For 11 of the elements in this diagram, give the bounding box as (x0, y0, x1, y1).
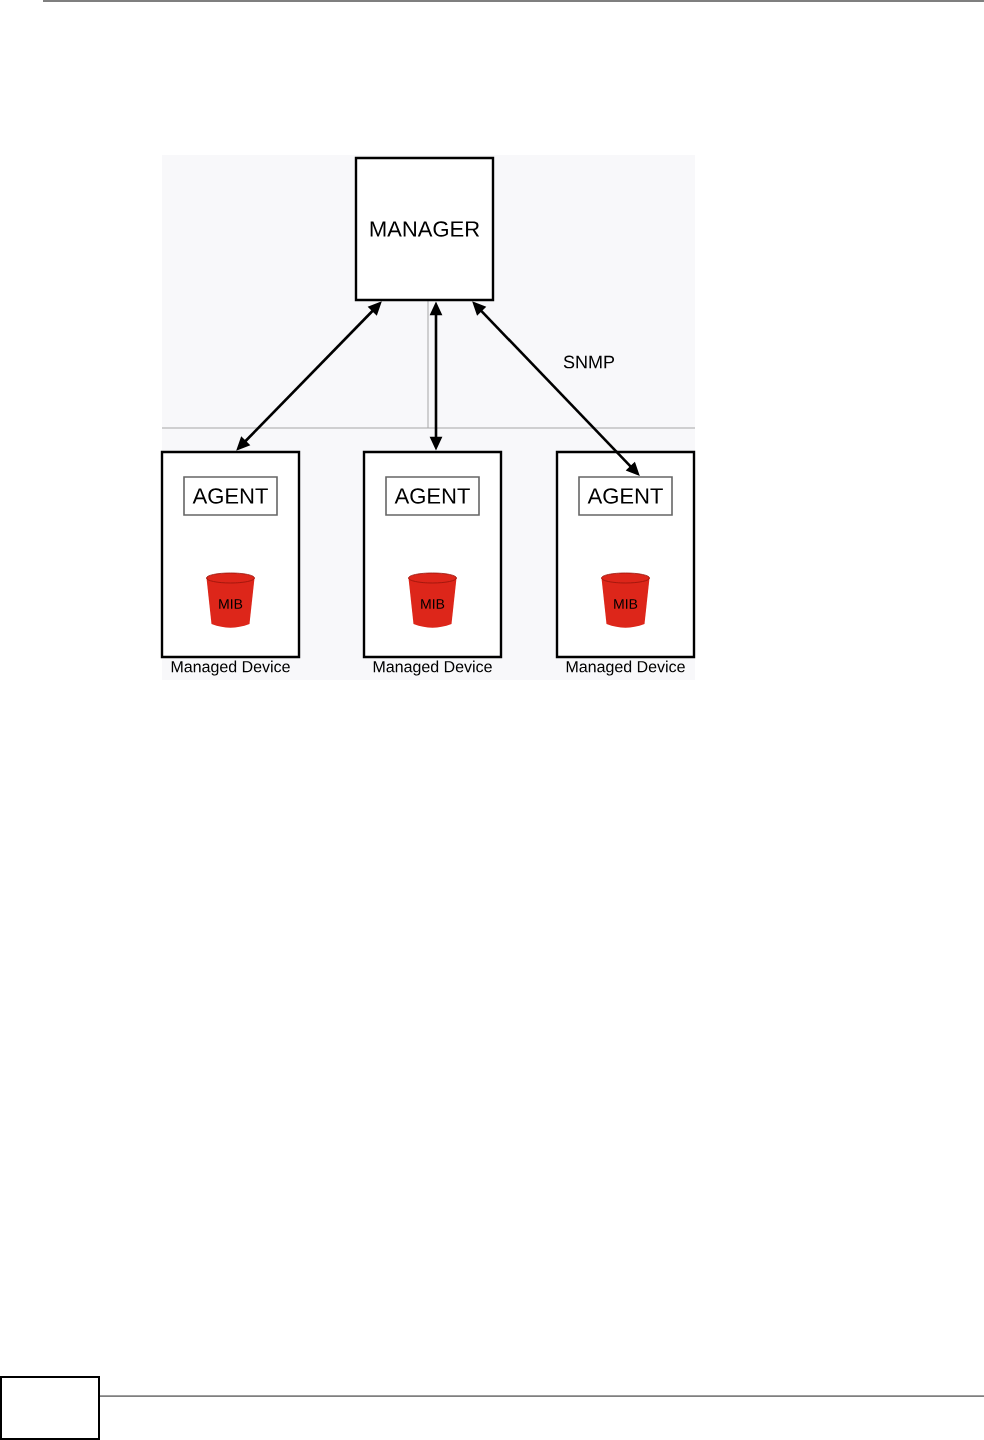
agent-box: AGENT (385, 476, 480, 516)
node-label: Managed Device (566, 660, 685, 676)
node-label: Managed Device (171, 660, 290, 676)
manager-box: MANAGER (354, 156, 495, 302)
node-label: Managed Device (373, 660, 492, 676)
database-cylinder: MIB (206, 572, 255, 628)
database-cylinder: MIB (408, 572, 457, 628)
agent-box: AGENT (578, 476, 673, 516)
database-cylinder: MIB (601, 572, 650, 628)
agent-box: AGENT (183, 476, 278, 516)
edge-label: SNMP (563, 355, 615, 369)
